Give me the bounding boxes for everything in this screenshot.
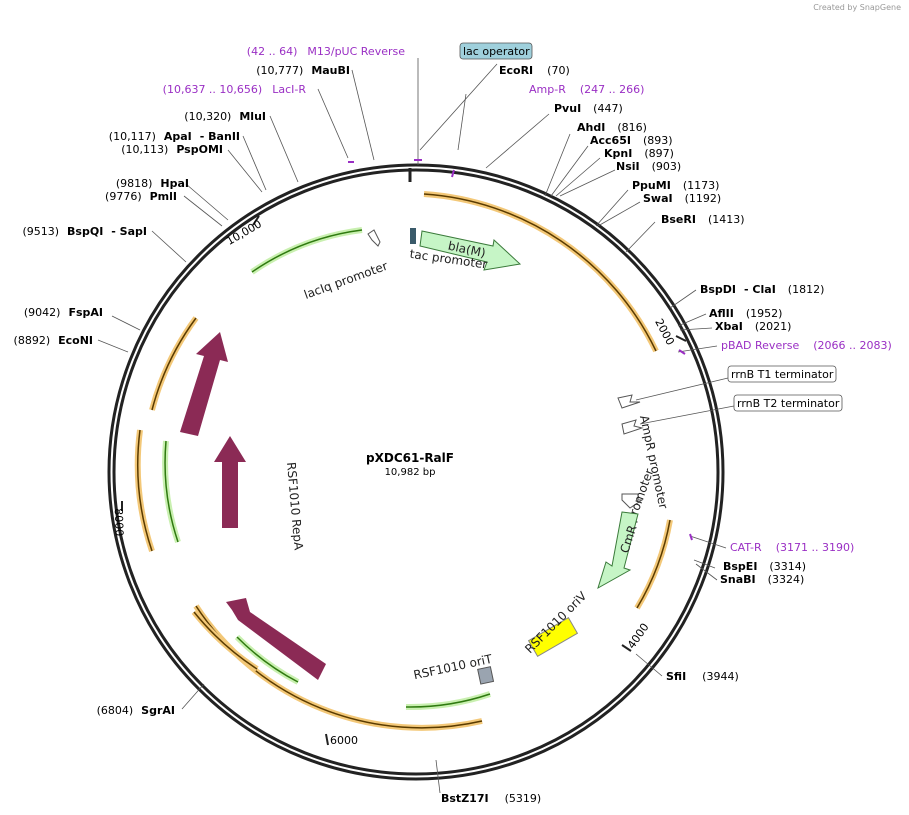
site-kpni: KpnI(897) bbox=[604, 147, 674, 160]
boxed-rrnb-t2: rrnB T2 terminator bbox=[733, 394, 843, 412]
site-swai: SwaI(1192) bbox=[643, 192, 721, 205]
site-hpai: (9818)HpaI bbox=[116, 177, 189, 190]
orf-arc-6-line bbox=[151, 317, 197, 411]
rrnb-t2-shape bbox=[621, 419, 644, 435]
site-econi: (8892)EcoNI bbox=[14, 334, 93, 347]
plasmid-name: pXDC61-RalF bbox=[366, 451, 454, 465]
cmr-arrow bbox=[597, 511, 639, 590]
plasmid-length: 10,982 bp bbox=[385, 467, 436, 478]
site-sgrai: (6804)SgrAI bbox=[97, 704, 175, 717]
site-pspomi: (10,113)PspOMI bbox=[121, 143, 223, 156]
cat-promoter-shape bbox=[621, 493, 644, 509]
site-bseri: BseRI(1413) bbox=[661, 213, 745, 226]
repb-arrow bbox=[226, 598, 326, 680]
primer-cat-r: CAT-R(3171 .. 3190) bbox=[730, 541, 854, 554]
site-ecori: EcoRI(70) bbox=[499, 64, 570, 77]
orf-arcs bbox=[134, 191, 673, 731]
green-arcs bbox=[162, 227, 491, 711]
oriv-box bbox=[527, 617, 579, 657]
site-aflii: AflII(1952) bbox=[709, 307, 782, 320]
backbone-inner bbox=[112, 168, 720, 776]
primer-amp-r: Amp-R(247 .. 266) bbox=[529, 83, 644, 96]
primer-marks bbox=[348, 159, 693, 541]
bla-arrow bbox=[419, 230, 522, 271]
repa-arrow bbox=[214, 436, 246, 528]
svg-text:rrnB T1 terminator: rrnB T1 terminator bbox=[731, 368, 834, 381]
primer-labels: (42 .. 64)M13/pUC Reverse (10,637 .. 10,… bbox=[163, 45, 892, 554]
tick-4000: 4000 bbox=[621, 621, 652, 652]
site-sfii: SfiI(3944) bbox=[666, 670, 739, 683]
tick-2000: 2000 bbox=[652, 317, 687, 348]
primer-laci-r: (10,637 .. 10,656)LacI-R bbox=[163, 83, 307, 96]
site-labels-left: (6804)SgrAI (8892)EcoNI (9042)FspAI (951… bbox=[14, 64, 350, 717]
lac-operator-mark bbox=[410, 228, 416, 244]
primer-pbad-reverse: pBAD Reverse(2066 .. 2083) bbox=[721, 339, 892, 352]
orit-box bbox=[477, 666, 495, 685]
svg-text:4000: 4000 bbox=[625, 621, 652, 651]
svg-text:rrnB T2 terminator: rrnB T2 terminator bbox=[737, 397, 840, 410]
orf-arc-4-line bbox=[193, 611, 258, 670]
site-nsii: NsiI(903) bbox=[616, 160, 681, 173]
primer-m13-reverse: (42 .. 64)M13/pUC Reverse bbox=[247, 45, 405, 58]
site-bspdi: BspDI- ClaI(1812) bbox=[700, 283, 824, 296]
svg-text:2000: 2000 bbox=[652, 317, 677, 348]
svg-text:lac operator: lac operator bbox=[463, 45, 530, 58]
tick-8000: 8000 bbox=[112, 501, 126, 536]
orf-arc-1-line bbox=[423, 193, 657, 352]
site-bspei: BspEI(3314) bbox=[723, 560, 806, 573]
site-ppumi: PpuMI(1173) bbox=[632, 179, 719, 192]
tick-10000: 10,000 bbox=[224, 215, 264, 248]
site-apai: (10,117)ApaI- BanII bbox=[109, 130, 240, 143]
orf-arc-2-line bbox=[636, 519, 671, 609]
site-mlui: (10,320)MluI bbox=[184, 110, 266, 123]
orf-arc-5 bbox=[134, 429, 155, 552]
site-bspqi: (9513)BspQI- SapI bbox=[22, 225, 147, 238]
site-snabi: SnaBI(3324) bbox=[720, 573, 804, 586]
orf-arc-5-line bbox=[137, 429, 153, 552]
leader-lines bbox=[97, 58, 735, 794]
rrnb-t1-shape bbox=[617, 394, 641, 409]
orf-arc-6 bbox=[149, 316, 199, 411]
laciq-arrow bbox=[367, 229, 381, 247]
repc-label: RSF1010 RepC bbox=[216, 322, 260, 420]
site-fspai: (9042)FspAI bbox=[24, 306, 103, 319]
svg-text:8000: 8000 bbox=[112, 508, 126, 536]
site-ahdi: AhdI(816) bbox=[577, 121, 647, 134]
repa-label: RSF1010 RepA bbox=[284, 462, 306, 552]
site-labels: EcoRI(70) PvuI(447) AhdI(816) Acc65I(893… bbox=[441, 64, 824, 805]
tick-6000: 6000 bbox=[325, 733, 358, 747]
svg-text:10,000: 10,000 bbox=[224, 217, 264, 248]
site-pmli: (9776)PmlI bbox=[105, 190, 177, 203]
site-bstz17i: BstZ17I(5319) bbox=[441, 792, 541, 805]
svg-text:6000: 6000 bbox=[330, 734, 358, 747]
site-xbai: XbaI(2021) bbox=[715, 320, 791, 333]
orf-arc-2 bbox=[634, 519, 673, 610]
boxed-lac-operator: lac operator bbox=[459, 42, 533, 60]
boxed-rrnb-t1: rrnB T1 terminator bbox=[727, 365, 837, 383]
laciq-promoter-label: lacIq promoter bbox=[302, 259, 389, 302]
site-pvui: PvuI(447) bbox=[554, 102, 623, 115]
site-acc65i: Acc65I(893) bbox=[590, 134, 673, 147]
backbone-outer bbox=[107, 163, 725, 781]
orf-arc-1 bbox=[423, 191, 659, 353]
site-maubi: (10,777)MauBI bbox=[256, 64, 350, 77]
repc-arrow bbox=[180, 332, 228, 436]
snapgene-credit: Created by SnapGene bbox=[813, 3, 901, 12]
